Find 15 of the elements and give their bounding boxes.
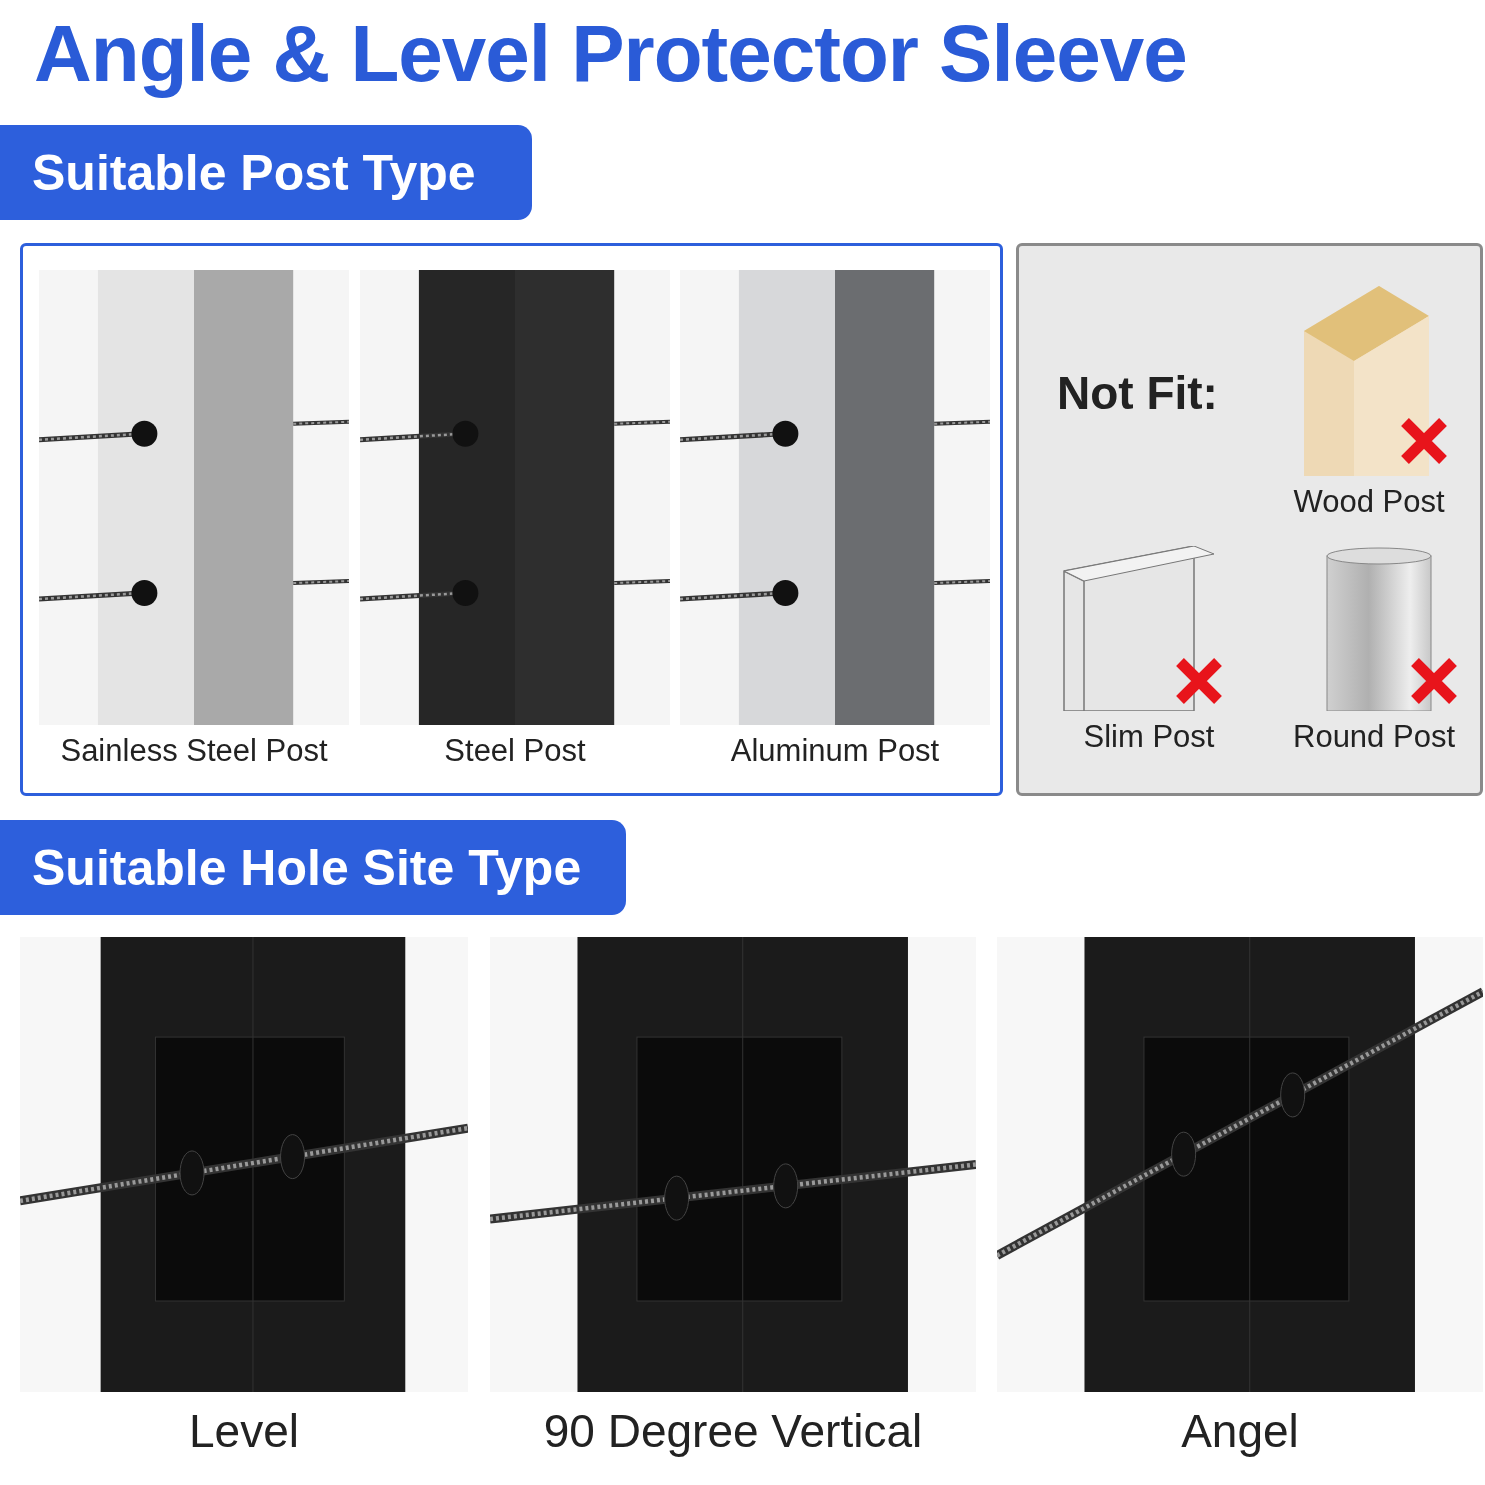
- section-header: Suitable Post Type: [0, 125, 532, 220]
- node-label: Level: [188, 1404, 300, 1458]
- node-label: Steel Post: [443, 733, 587, 769]
- panel: [1016, 243, 1483, 796]
- heading: Not Fit:: [1057, 366, 1218, 420]
- node-label: 90 Degree Vertical: [542, 1404, 924, 1458]
- node-label: Wood Post: [1292, 484, 1446, 520]
- node-label: Aluminum Post: [729, 733, 941, 769]
- panel: [20, 243, 1003, 796]
- section-header: Suitable Hole Site Type: [0, 820, 626, 915]
- node-label: Sainless Steel Post: [59, 733, 329, 769]
- node-label: Slim Post: [1082, 719, 1216, 755]
- title: Angle & Level Protector Sleeve: [34, 8, 1187, 100]
- node-label: Round Post: [1292, 719, 1456, 755]
- node-label: Angel: [1180, 1404, 1300, 1458]
